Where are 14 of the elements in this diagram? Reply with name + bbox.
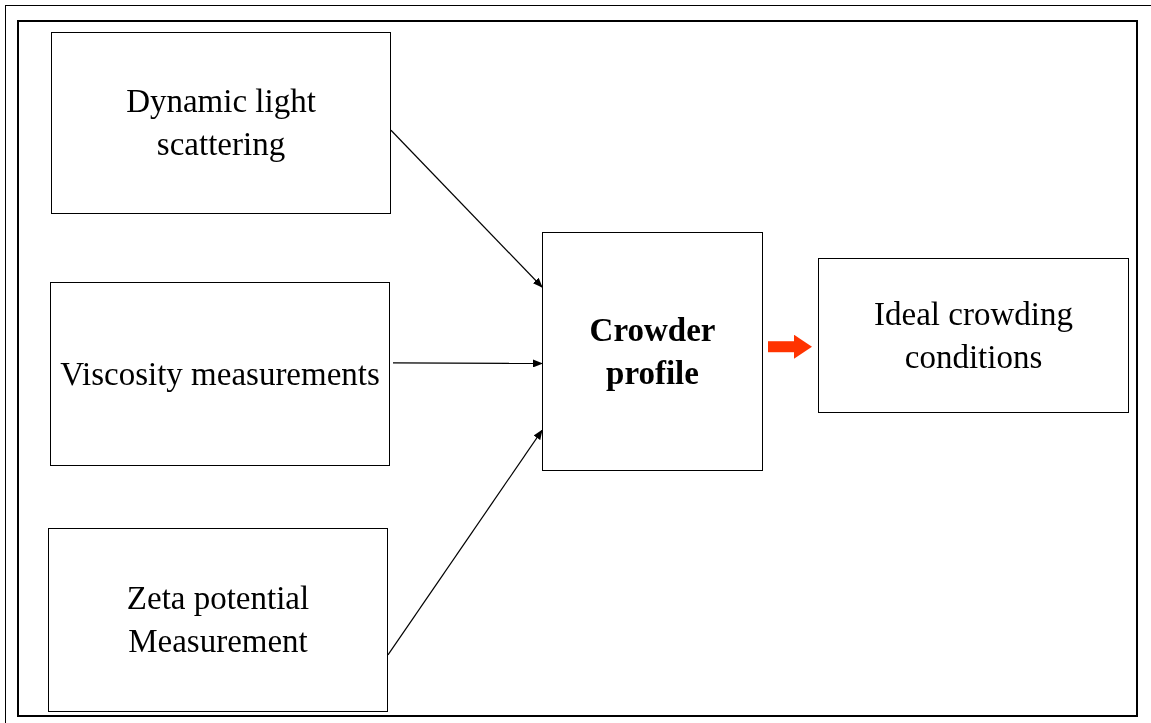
box-label: Viscosity measurements — [60, 354, 380, 394]
arrow — [392, 359, 543, 368]
process-box — [48, 528, 388, 712]
arrow — [387, 429, 543, 656]
process-box — [542, 232, 763, 471]
arrow — [768, 334, 812, 359]
box-label: Ideal crowding conditions — [873, 294, 1074, 377]
box-label: Dynamic light scattering — [125, 82, 317, 164]
process-box — [818, 258, 1129, 413]
arrow — [390, 129, 543, 288]
process-box — [51, 32, 391, 214]
process-box — [50, 282, 390, 466]
box-label: Zeta potential Measurement — [125, 579, 311, 661]
box-label: Crowder profile — [588, 310, 717, 393]
